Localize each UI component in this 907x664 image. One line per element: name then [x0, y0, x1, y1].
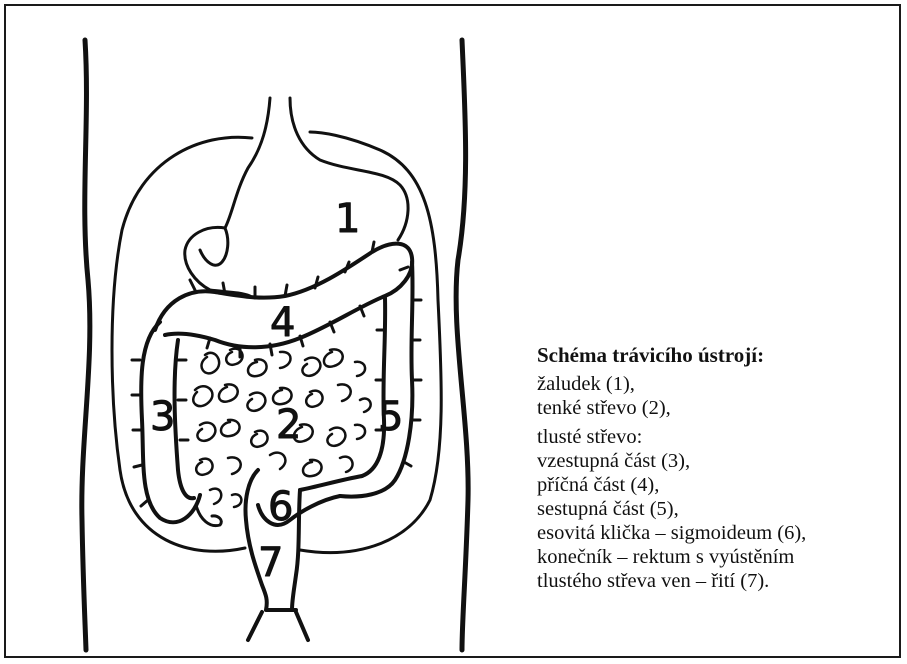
label-1-stomach: 1 — [335, 196, 360, 242]
label-7-rectum: 7 — [258, 540, 283, 586]
legend-item-ascending: vzestupná část (3), — [537, 449, 887, 473]
legend-item-small-intestine: tenké střevo (2), — [537, 396, 887, 420]
legend-item-rectum: konečník – rektum s vyústěním — [537, 545, 887, 569]
legend: Schéma trávicího ústrojí: žaludek (1), t… — [537, 343, 887, 593]
label-3-ascending-colon: 3 — [150, 394, 175, 440]
label-5-descending-colon: 5 — [378, 394, 403, 440]
label-6-sigmoid: 6 — [268, 484, 293, 530]
legend-item-stomach: žaludek (1), — [537, 372, 887, 396]
appendix — [196, 505, 221, 526]
legend-item-large-intestine: tlusté střevo: — [537, 425, 887, 449]
label-4-transverse-colon: 4 — [270, 300, 295, 346]
body-outline-left — [82, 40, 90, 650]
legend-item-rectum-cont: tlustého střeva ven – řití (7). — [537, 569, 887, 593]
body-outline-right — [456, 40, 468, 650]
label-2-small-intestine: 2 — [276, 402, 301, 448]
legend-title: Schéma trávicího ústrojí: — [537, 343, 887, 367]
stomach-inner — [200, 228, 228, 265]
legend-item-sigmoid: esovitá klička – sigmoideum (6), — [537, 521, 887, 545]
legend-item-transverse: příčná část (4), — [537, 473, 887, 497]
legend-item-descending: sestupná část (5), — [537, 497, 887, 521]
